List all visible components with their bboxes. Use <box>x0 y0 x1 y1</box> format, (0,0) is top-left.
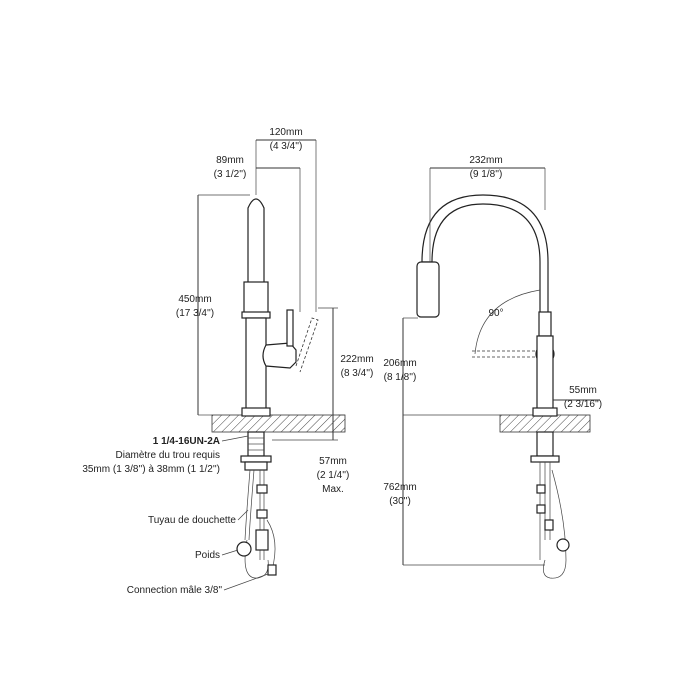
dim-120-mm: 120mm <box>269 127 302 138</box>
hose-label: Tuyau de douchette <box>148 515 236 526</box>
dim-232-mm: 232mm <box>469 155 502 166</box>
side-view-dimensions: 232mm (9 1/8'') 90° 206mm (8 1/8'') 55mm… <box>383 155 602 566</box>
side-spray-head <box>416 261 440 318</box>
front-view-dimensions: 120mm (4 3/4'') 89mm (3 1/2'') 450mm (17… <box>82 127 373 596</box>
dim-55-in: (2 3/16'') <box>564 399 602 410</box>
front-spray-wand <box>247 198 265 291</box>
front-view-faucet <box>211 198 346 579</box>
front-handle-hub <box>262 342 297 369</box>
front-body <box>245 317 267 416</box>
thread-label: 1 1/4-16UN-2A <box>153 436 220 447</box>
connection-label: Connection mâle 3/8" <box>127 585 223 596</box>
dim-89-in: (3 1/2'') <box>214 169 247 180</box>
dim-206-in: (8 1/8'') <box>384 372 417 383</box>
hole-size: 35mm (1 3/8'') à 38mm (1 1/2'') <box>82 464 220 475</box>
angle-90: 90° <box>488 308 503 319</box>
dim-450-in: (17 3/4'') <box>176 308 214 319</box>
dim-222-in: (8 3/4'') <box>341 368 374 379</box>
dim-762-mm: 762mm <box>383 482 416 493</box>
side-gooseneck-spout <box>421 194 549 331</box>
dim-222-mm: 222mm <box>340 354 373 365</box>
weight-label: Poids <box>195 550 220 561</box>
front-spray-hose <box>244 469 255 541</box>
dim-57-in: (2 1/4'') <box>317 470 350 481</box>
hole-label: Diamètre du trou requis <box>116 450 221 461</box>
dim-120-in: (4 3/4'') <box>270 141 303 152</box>
dim-55-mm: 55mm <box>569 385 597 396</box>
countertop-left <box>211 414 346 433</box>
side-view-faucet <box>416 194 591 579</box>
front-hose-weight <box>236 541 252 557</box>
dim-450-mm: 450mm <box>178 294 211 305</box>
side-body <box>536 335 554 416</box>
front-handle-lever <box>286 309 294 347</box>
dim-206-mm: 206mm <box>383 358 416 369</box>
countertop-right <box>499 414 591 433</box>
dim-232-in: (9 1/8'') <box>470 169 503 180</box>
dim-89-mm: 89mm <box>216 155 244 166</box>
front-collar <box>243 281 269 317</box>
dim-57-max: Max. <box>322 484 344 495</box>
dim-57-mm: 57mm <box>319 456 347 467</box>
front-male-connection <box>267 564 277 576</box>
angle-arc <box>474 289 541 355</box>
dim-762-in: (30'') <box>389 496 411 507</box>
